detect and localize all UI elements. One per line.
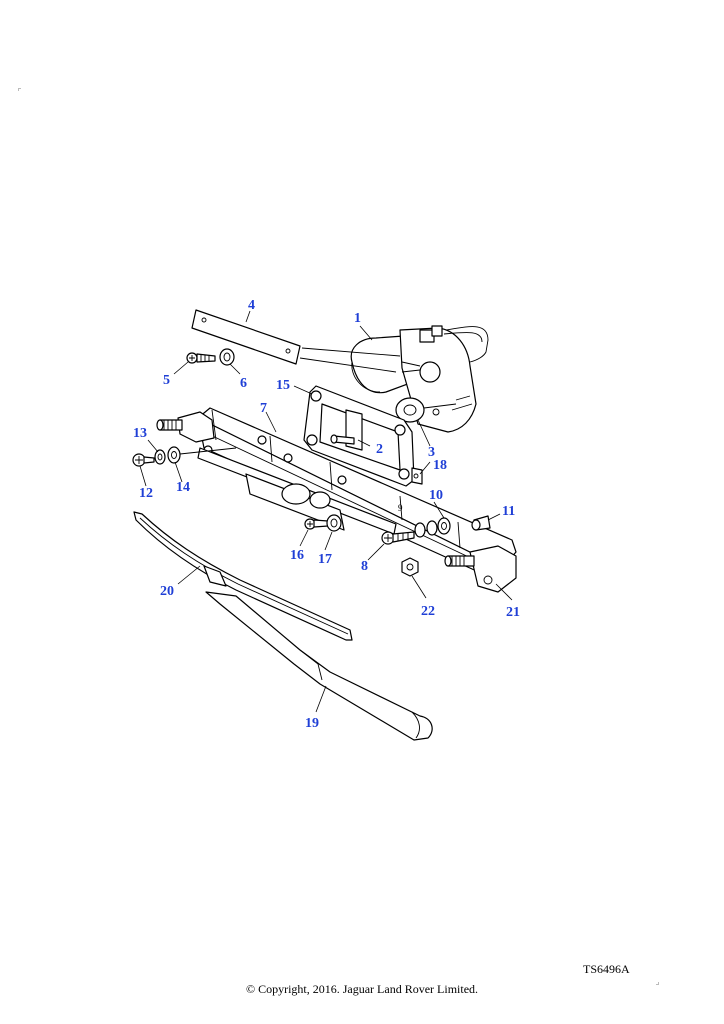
callout-5: 5 — [163, 373, 170, 388]
callout-4: 4 — [248, 298, 255, 313]
callout-2: 2 — [376, 442, 383, 457]
copyright-notice: © Copyright, 2016. Jaguar Land Rover Lim… — [245, 982, 479, 996]
callout-3: 3 — [428, 445, 435, 460]
part-wiper-blade[interactable] — [133, 511, 353, 641]
part-washer-14[interactable] — [167, 446, 181, 464]
callout-8: 8 — [361, 559, 368, 574]
callout-labels: 1 2 3 4 5 6 7 8 9 10 11 12 13 14 15 16 1… — [133, 298, 520, 731]
part-crank-wheel[interactable] — [395, 397, 457, 423]
part-washer-13[interactable] — [154, 449, 166, 465]
callout-22: 22 — [421, 604, 435, 619]
callout-13: 13 — [133, 426, 147, 441]
callout-7: 7 — [260, 401, 267, 416]
callout-19: 19 — [305, 716, 319, 731]
part-bolt-8[interactable] — [381, 531, 415, 545]
callout-21: 21 — [506, 605, 520, 620]
callout-16: 16 — [290, 548, 304, 563]
callout-9: 9 — [398, 503, 403, 513]
drawing-reference-code: TS6496A — [583, 962, 630, 976]
callout-6: 6 — [240, 376, 247, 391]
corner-mark-top-left — [18, 88, 21, 91]
part-left-spindle-housing[interactable] — [156, 411, 215, 443]
callout-11: 11 — [502, 504, 515, 519]
part-screw-16[interactable] — [304, 518, 329, 530]
callout-18: 18 — [433, 458, 447, 473]
callout-14: 14 — [176, 480, 190, 495]
callout-17: 17 — [318, 552, 332, 567]
part-bush-11[interactable] — [471, 515, 491, 531]
part-clip-18[interactable] — [411, 467, 423, 485]
part-wiper-arm[interactable] — [205, 591, 433, 741]
part-spacer-17[interactable] — [326, 514, 342, 532]
part-screw-5[interactable] — [186, 352, 216, 364]
callout-10: 10 — [429, 488, 443, 503]
part-mounting-plate[interactable] — [191, 309, 301, 365]
callout-1: 1 — [354, 311, 361, 326]
part-washer-9[interactable] — [414, 522, 426, 538]
leader-lines — [139, 310, 513, 713]
callout-15: 15 — [276, 378, 290, 393]
part-connecting-rod[interactable] — [197, 447, 397, 535]
part-washer-6[interactable] — [219, 348, 235, 366]
part-right-spindle-housing[interactable] — [444, 545, 517, 593]
callout-12: 12 — [139, 486, 153, 501]
callout-20: 20 — [160, 584, 174, 599]
part-screw-12[interactable] — [132, 453, 155, 467]
part-nut-22[interactable] — [401, 557, 419, 577]
part-washer-10[interactable] — [426, 517, 451, 536]
